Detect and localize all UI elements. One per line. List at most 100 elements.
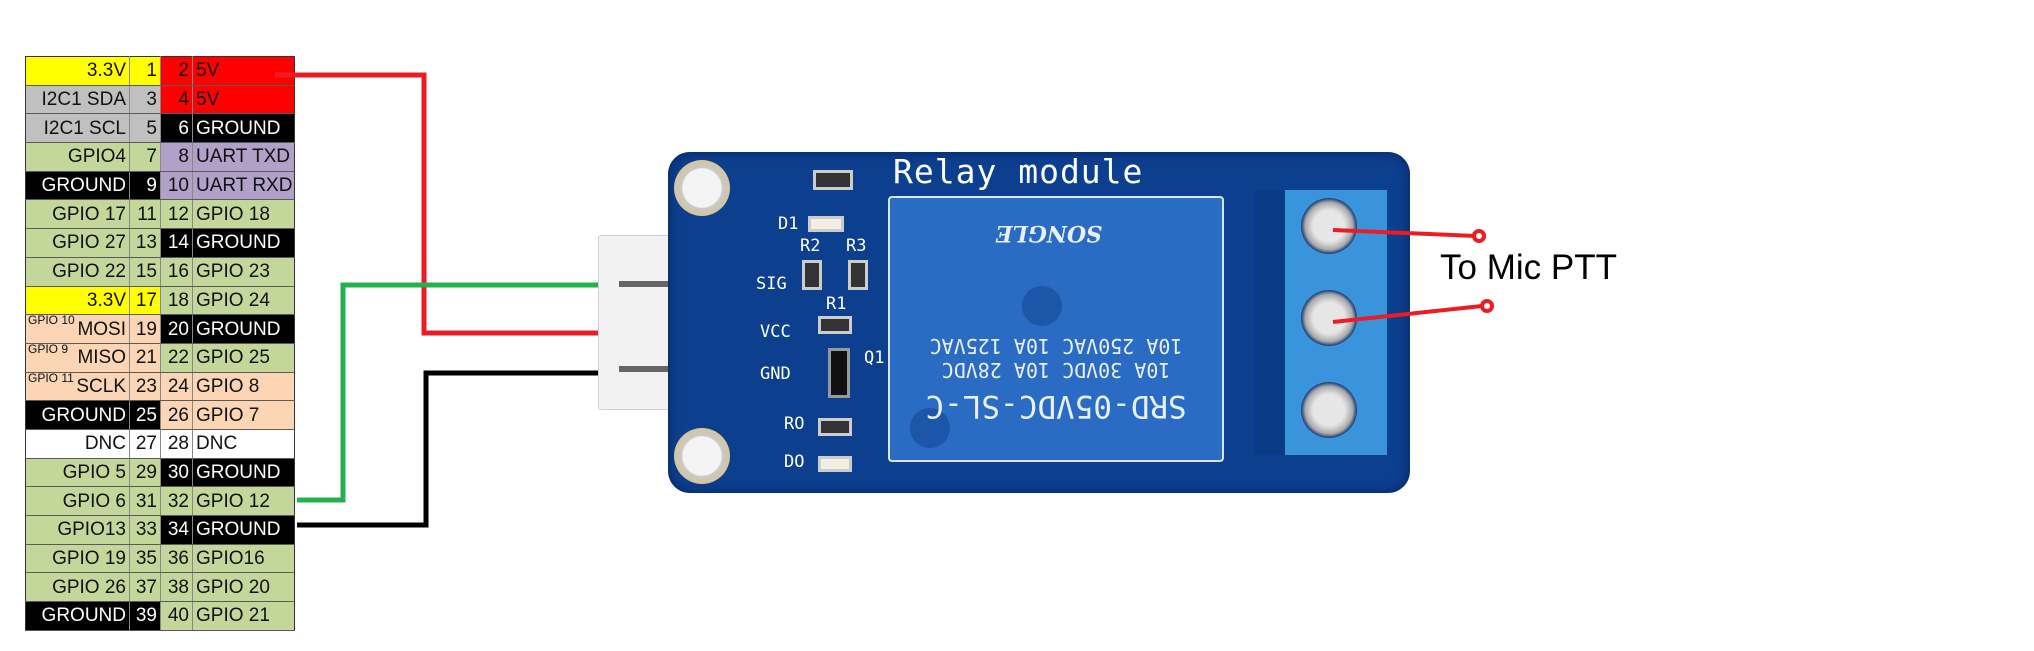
pin-number-odd: 9 — [129, 171, 161, 201]
pin-function-left: DNC — [25, 429, 130, 459]
mic-ptt-label: To Mic PTT — [1440, 248, 1617, 287]
pin-alt-function: GPIO 10 — [28, 314, 75, 328]
pin-number-odd: 39 — [129, 601, 161, 631]
pin-number-even: 32 — [160, 486, 193, 516]
pin-function-right-text: GROUND — [196, 232, 281, 254]
pin-function-right: UART RXD — [192, 171, 295, 201]
pin-number-even-text: 4 — [178, 89, 189, 111]
pin-function-right: GPIO 12 — [192, 486, 295, 516]
pin-number-odd-text: 37 — [135, 576, 157, 598]
songle-relay: SRD-05VDC-SL-C 10A 30VDC 10A 28VDC 10A 2… — [888, 196, 1224, 462]
pin-number-odd: 19 — [129, 314, 161, 344]
led-d1-icon — [808, 216, 844, 232]
pin-function-left-text: GPIO 19 — [52, 548, 126, 570]
pin-function-left-text: GPIO13 — [57, 519, 126, 541]
pin-function-left-text: 3.3V — [86, 289, 126, 311]
wire-ground-to-gnd — [297, 370, 757, 528]
pin-number-even-text: 40 — [167, 605, 189, 627]
mounting-hole-icon — [674, 428, 730, 484]
pin-function-left-text: DNC — [84, 433, 126, 455]
pin-number-even-text: 2 — [178, 60, 189, 82]
pin-number-even-text: 30 — [167, 461, 189, 483]
pin-number-even: 18 — [160, 286, 193, 316]
pin-function-right-text: GPIO 7 — [196, 404, 260, 426]
pin-number-odd-text: 7 — [146, 146, 157, 168]
pin-number-even-text: 34 — [167, 519, 189, 541]
pin-function-left-text: GPIO 5 — [62, 461, 126, 483]
pin-function-right: GPIO16 — [192, 544, 295, 574]
pin-function-left: GPIO4 — [25, 142, 130, 172]
pin-function-left: 3.3V — [25, 56, 130, 86]
pin-function-right-text: GPIO 8 — [196, 375, 260, 397]
pin-number-even: 2 — [160, 56, 193, 86]
pin-number-even-text: 12 — [167, 203, 189, 225]
pin-number-even-text: 36 — [167, 548, 189, 570]
resistor-r3-icon — [848, 260, 868, 290]
pin-number-even-text: 28 — [167, 433, 189, 455]
ptt-lead-2 — [1332, 304, 1483, 324]
pin-function-left: I2C1 SDA — [25, 85, 130, 115]
pin-number-even: 28 — [160, 429, 193, 459]
pin-function-right: UART TXD — [192, 142, 295, 172]
pin-number-odd: 15 — [129, 257, 161, 287]
pad-label-vcc: VCC — [760, 322, 791, 342]
pin-number-even: 4 — [160, 85, 193, 115]
pin-function-right-text: GPIO 20 — [196, 576, 270, 598]
resistor-r1-icon — [818, 316, 852, 334]
pin-function-left: GPIO 27 — [25, 228, 130, 258]
pin-function-right: GROUND — [192, 458, 295, 488]
pin-function-right-text: GROUND — [196, 461, 281, 483]
pin-number-odd: 27 — [129, 429, 161, 459]
pin-number-odd-text: 9 — [146, 175, 157, 197]
pin-number-even: 10 — [160, 171, 193, 201]
pin-function-right: GROUND — [192, 113, 295, 144]
pin-function-right: GROUND — [192, 314, 295, 344]
pin-function-right-text: UART TXD — [196, 146, 290, 168]
pin-number-even: 6 — [160, 113, 193, 144]
pin-function-left: GPIO 6 — [25, 486, 130, 516]
pin-function-right: GPIO 24 — [192, 286, 295, 316]
pin-function-left: GROUND — [25, 171, 130, 201]
pin-number-even: 8 — [160, 142, 193, 172]
pin-number-even-text: 38 — [167, 576, 189, 598]
screw-terminal-icon — [1301, 382, 1357, 438]
pin-function-right-text: GROUND — [196, 519, 281, 541]
screw-terminal-icon — [1301, 198, 1357, 254]
screw-terminal-block — [1255, 190, 1387, 455]
pin-number-odd-text: 23 — [135, 375, 157, 397]
transistor-q1-icon — [828, 348, 850, 398]
pin-number-even: 34 — [160, 515, 193, 545]
pin-function-left-text: GPIO 27 — [52, 232, 126, 254]
pin-function-right: GROUND — [192, 228, 295, 258]
pin-function-right-text: GPIO 23 — [196, 261, 270, 283]
pin-number-odd: 17 — [129, 286, 161, 316]
pin-function-left-text: GROUND — [41, 404, 126, 426]
wire-gpio12-to-sig — [297, 282, 752, 503]
pin-function-right: 5V — [192, 56, 295, 86]
label-r0: RO — [784, 414, 805, 434]
pin-function-right: 5V — [192, 85, 295, 115]
pin-function-right-text: UART RXD — [196, 175, 293, 197]
pin-function-left-text: MOSI — [77, 318, 126, 340]
pin-function-left-text: I2C1 SCL — [43, 117, 126, 139]
pad-label-gnd: GND — [760, 364, 791, 384]
pin-number-even: 24 — [160, 372, 193, 402]
pin-number-even: 40 — [160, 601, 193, 631]
pin-number-odd-text: 19 — [135, 318, 157, 340]
pin-alt-function: GPIO 9 — [28, 343, 69, 356]
pin-function-right-text: GROUND — [196, 318, 281, 340]
pin-function-left-text: GROUND — [41, 605, 126, 627]
